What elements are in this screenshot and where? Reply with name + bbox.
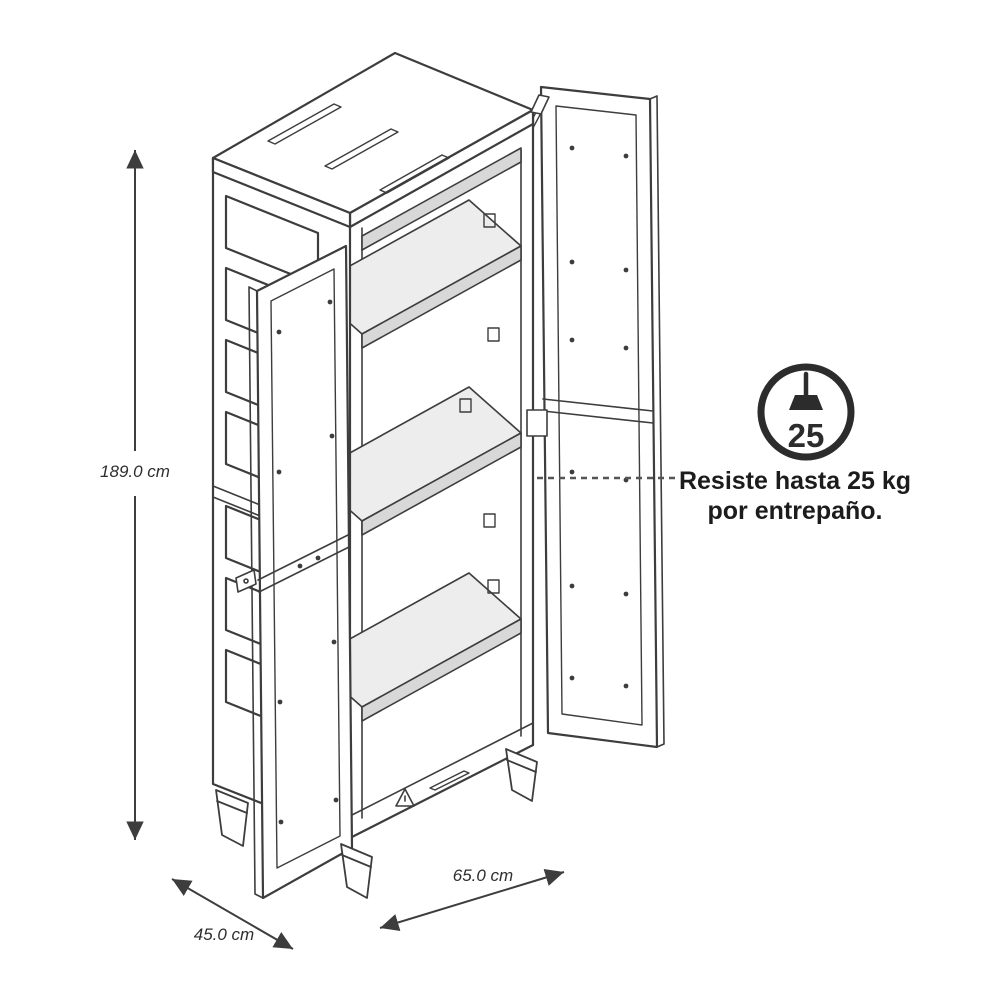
right-door-open xyxy=(526,85,665,749)
capacity-note-line1: Resiste hasta 25 kg xyxy=(679,467,911,495)
cabinet-foot xyxy=(215,789,249,847)
right-door-seam xyxy=(542,398,654,424)
door-screws xyxy=(276,299,339,825)
depth-dimension xyxy=(171,878,294,950)
broom-icon xyxy=(789,371,823,410)
door-hinge xyxy=(526,94,550,437)
shelf-clips xyxy=(459,213,500,594)
width-dimension xyxy=(379,869,565,931)
top-vent-slots xyxy=(267,103,450,194)
warning-triangle-icon xyxy=(395,788,415,807)
height-dimension-label: 189.0 cm xyxy=(100,462,170,481)
cabinet-line-drawing xyxy=(211,51,665,900)
badge-value: 25 xyxy=(788,417,825,454)
left-door-seam xyxy=(257,534,350,593)
cabinet-foot xyxy=(340,843,373,899)
depth-dimension-label: 45.0 cm xyxy=(194,925,254,944)
width-dimension-label: 65.0 cm xyxy=(453,866,513,885)
cabinet-interior xyxy=(309,147,522,819)
front-bottom-rail xyxy=(348,743,535,840)
top-shelf-edge xyxy=(361,147,522,251)
door-screws xyxy=(569,145,629,689)
door-latch xyxy=(235,569,257,593)
cabinet-foot xyxy=(505,748,538,802)
cabinet-top-panel xyxy=(211,51,535,229)
bottom-rail-slot xyxy=(429,770,470,791)
capacity-badge: 25 xyxy=(757,363,855,461)
capacity-note-line2: por entrepaño. xyxy=(707,497,882,525)
